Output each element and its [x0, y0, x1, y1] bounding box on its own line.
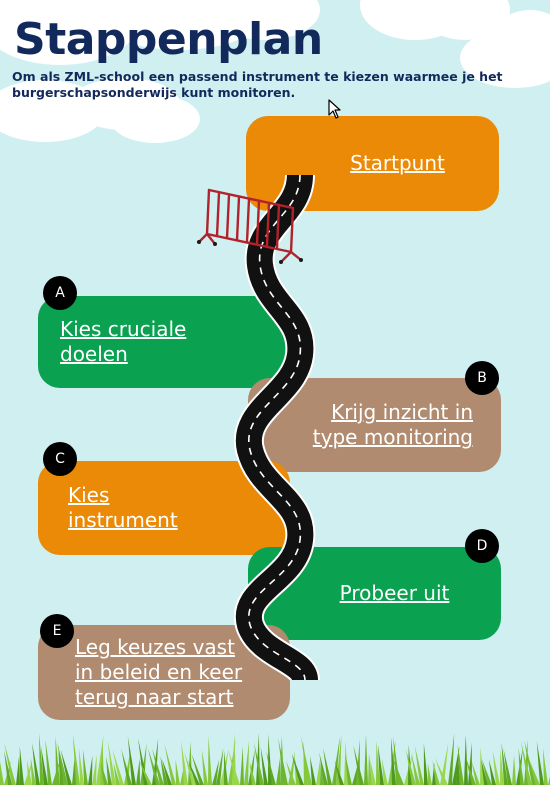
crowd-barrier-icon [197, 188, 303, 264]
step-e-line-1: Leg keuzes vast [75, 635, 235, 659]
step-e-line-3: terug naar start [75, 685, 234, 709]
step-c-badge: C [43, 442, 77, 476]
step-a-badge: A [43, 276, 77, 310]
step-e-badge: E [40, 614, 74, 648]
step-b-line-2: type monitoring [312, 425, 473, 449]
step-a-line-1: Kies cruciale [60, 317, 187, 341]
step-e-line-2: in beleid en keer [75, 660, 243, 684]
step-d-badge: D [465, 529, 499, 563]
step-start-link[interactable]: Startpunt [350, 151, 445, 175]
mouse-cursor-icon [328, 99, 341, 119]
grass-icon [0, 733, 550, 785]
step-e[interactable]: Leg keuzes vast in beleid en keer terug … [38, 625, 290, 720]
step-b-badge: B [465, 361, 499, 395]
step-d-link[interactable]: Probeer uit [339, 581, 450, 605]
step-c-line-2: instrument [68, 508, 178, 532]
step-b-line-1: Krijg inzicht in [331, 400, 473, 424]
page-subtitle: Om als ZML-school een passend instrument… [12, 69, 503, 100]
step-b-link[interactable]: Krijg inzicht in type monitoring [313, 400, 473, 450]
step-c-line-1: Kies [68, 483, 110, 507]
step-a-link[interactable]: Kies cruciale doelen [60, 317, 186, 367]
page-title: Stappenplan [14, 14, 323, 65]
step-e-link[interactable]: Leg keuzes vast in beleid en keer terug … [75, 635, 242, 710]
step-c-link[interactable]: Kies instrument [68, 483, 178, 533]
step-a[interactable]: Kies cruciale doelen [38, 296, 290, 388]
step-a-line-2: doelen [60, 342, 128, 366]
